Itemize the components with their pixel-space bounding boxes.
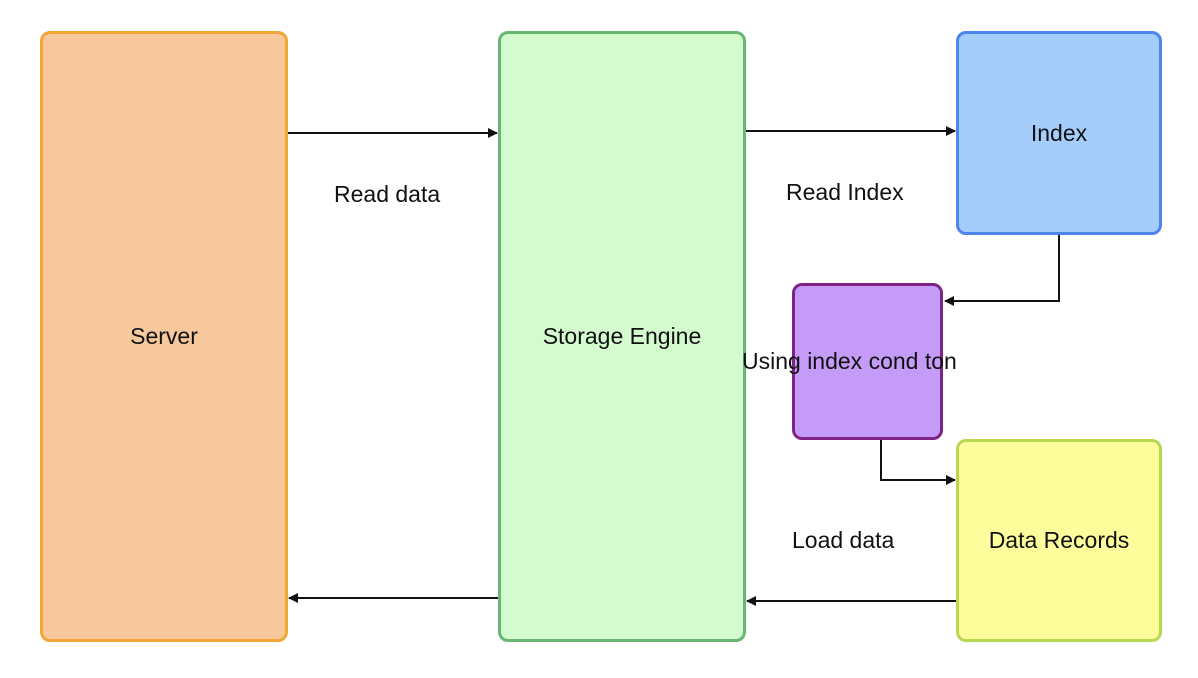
load-data-label: Load data — [792, 527, 895, 553]
using-index-condition-label: Using index cond ton — [742, 348, 957, 374]
index-node: Index — [956, 31, 1162, 235]
read-index-label: Read Index — [786, 179, 904, 205]
server-node-label: Server — [130, 323, 198, 349]
storage-engine-node: Storage Engine — [498, 31, 746, 642]
index-condition-node — [792, 283, 943, 440]
data-records-node: Data Records — [956, 439, 1162, 642]
arrow-condition-to-records — [880, 440, 956, 485]
read-data-label: Read data — [334, 181, 441, 207]
storage-engine-node-label: Storage Engine — [542, 323, 702, 349]
arrow-index-to-condition — [944, 235, 1060, 306]
index-node-label: Index — [1030, 119, 1088, 146]
server-node: Server — [40, 31, 288, 642]
data-records-node-label: Data Records — [988, 527, 1130, 553]
